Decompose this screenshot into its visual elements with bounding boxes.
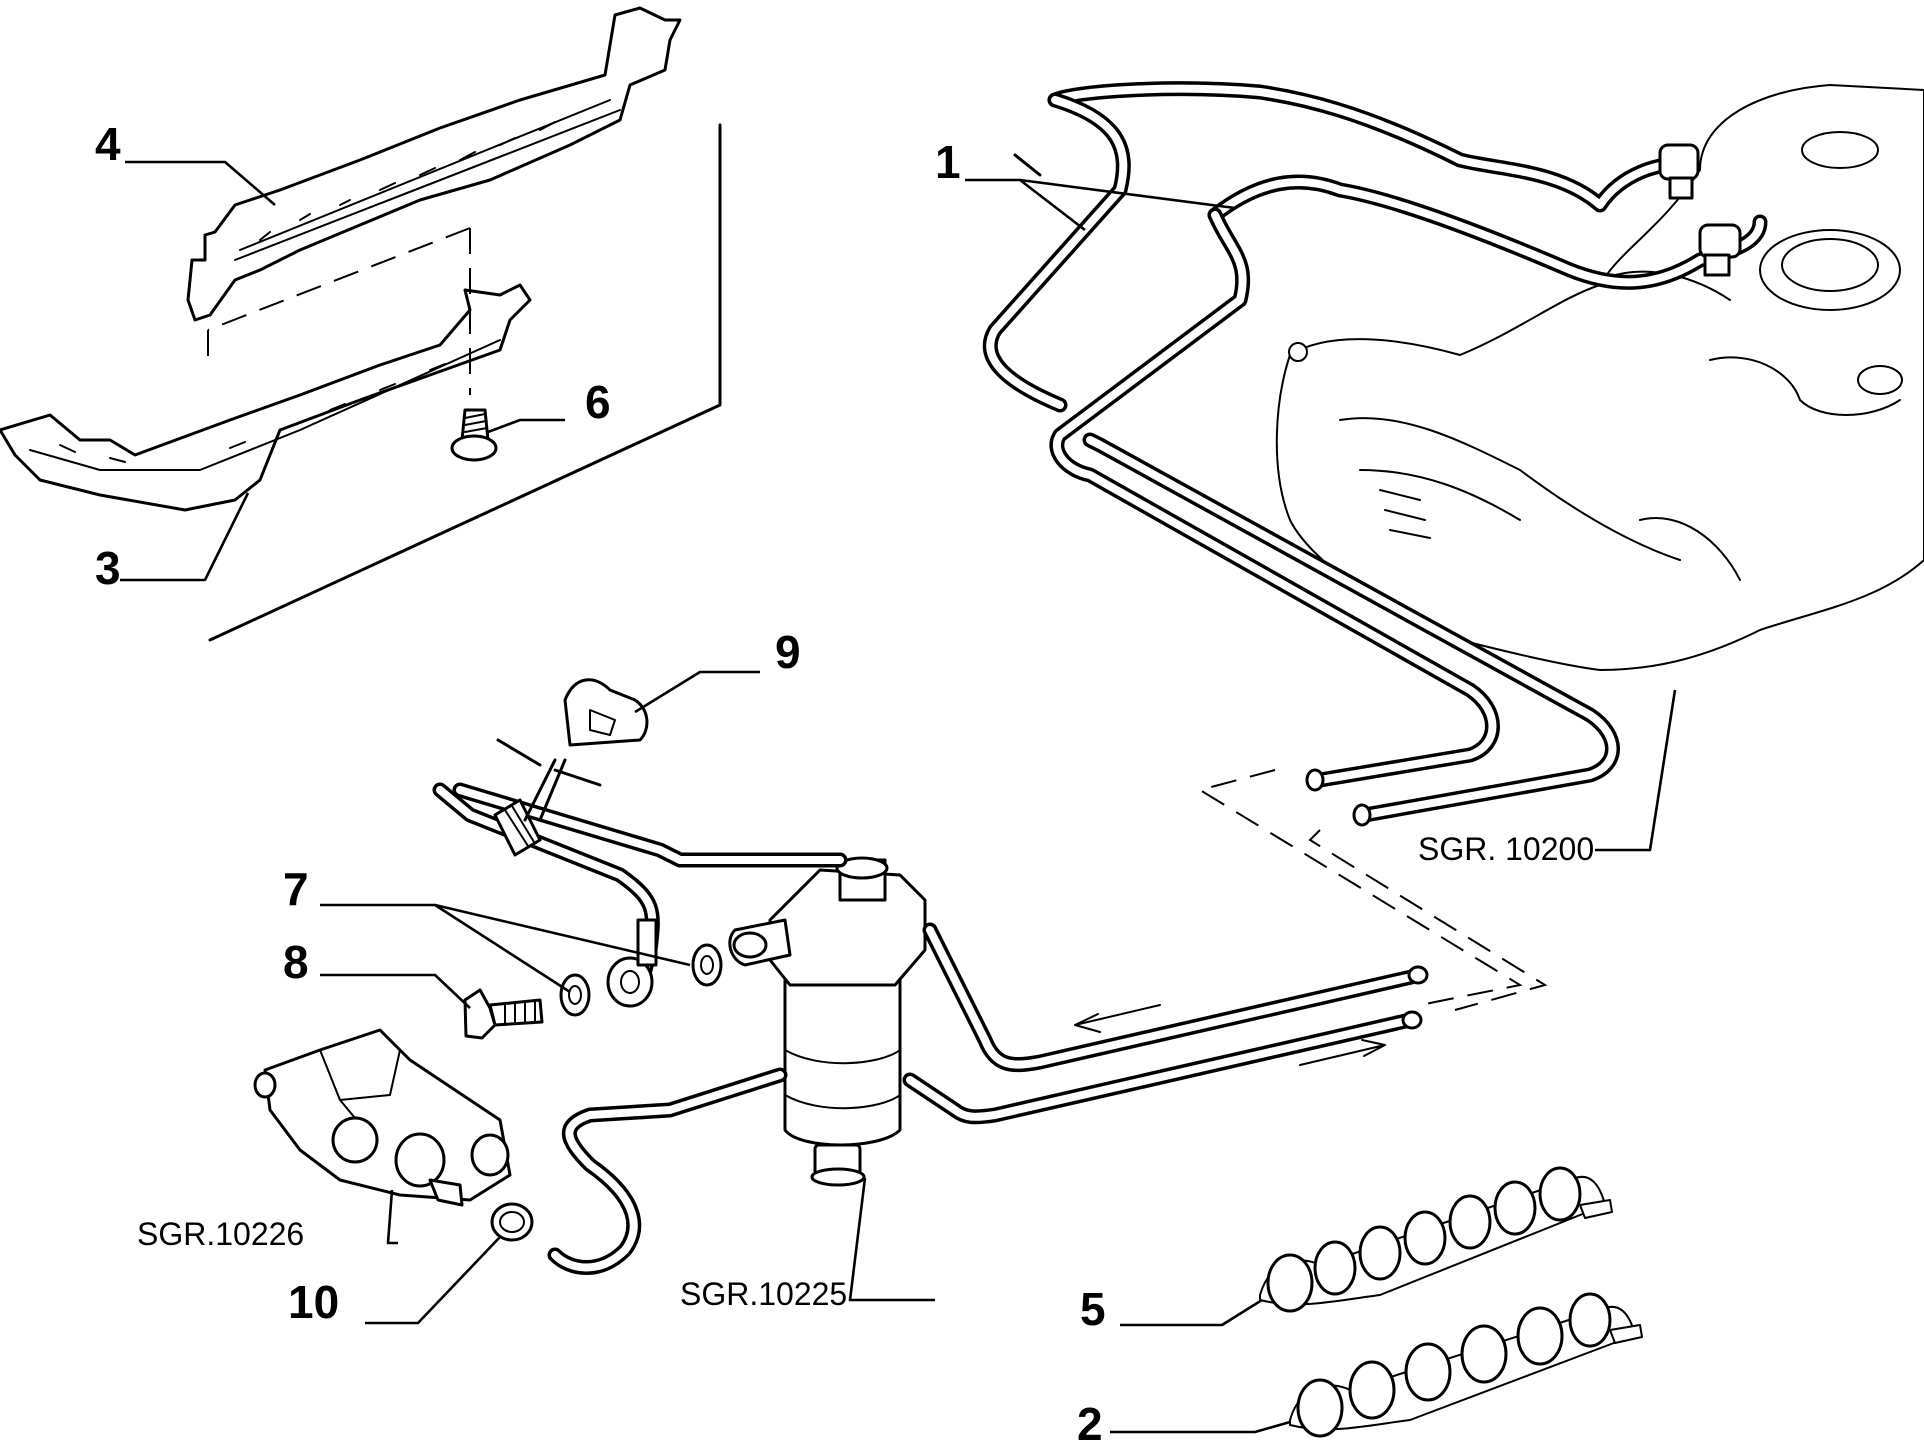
fuel-lines xyxy=(982,81,1768,823)
callout-8: 8 xyxy=(283,936,309,988)
fuel-tank xyxy=(1275,84,1924,671)
bracket-4 xyxy=(186,6,682,322)
flow-arrow-right xyxy=(1299,1039,1386,1066)
callout-1: 1 xyxy=(935,136,961,188)
section-frame xyxy=(208,123,722,642)
callout-2: 2 xyxy=(1077,1398,1103,1447)
callout-7: 7 xyxy=(283,863,309,915)
washers-7 xyxy=(559,943,723,1017)
filter-lines xyxy=(432,768,1429,1275)
screw-6 xyxy=(450,408,498,462)
leader-lines xyxy=(120,160,1677,1434)
ref-pump: SGR.10226 xyxy=(137,1216,304,1252)
callout-5: 5 xyxy=(1080,1283,1106,1335)
grommet-9 xyxy=(563,678,649,747)
fuel-pump xyxy=(253,1028,512,1207)
assembly-guide xyxy=(207,227,471,395)
bracket-3 xyxy=(0,283,532,512)
bolt-8 xyxy=(463,988,544,1040)
callout-4: 4 xyxy=(95,118,121,170)
callout-9: 9 xyxy=(775,626,801,678)
fuel-filter xyxy=(728,856,927,1187)
clamp-10 xyxy=(490,1202,534,1242)
callout-6: 6 xyxy=(585,376,611,428)
flow-arrow-left xyxy=(1074,1004,1161,1033)
banjo-fitting xyxy=(606,918,658,1008)
sleeve-2 xyxy=(1289,1292,1643,1438)
callout-10: 10 xyxy=(288,1276,339,1328)
ref-tank: SGR. 10200 xyxy=(1418,831,1594,867)
callout-3: 3 xyxy=(95,542,121,594)
hose-fitting xyxy=(493,738,602,857)
sleeve-5 xyxy=(1259,1166,1613,1313)
ref-filter: SGR.10225 xyxy=(680,1276,847,1312)
routing-guide xyxy=(1197,769,1548,1011)
